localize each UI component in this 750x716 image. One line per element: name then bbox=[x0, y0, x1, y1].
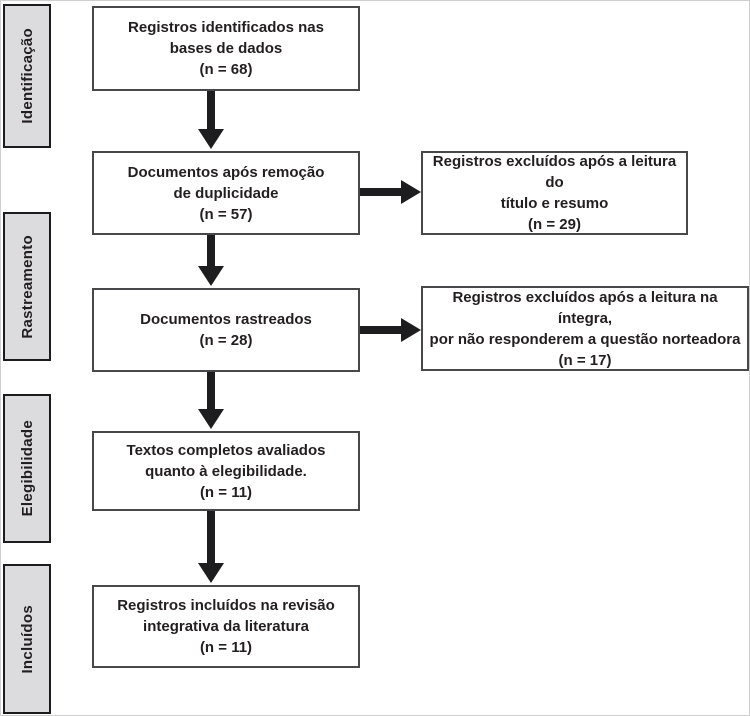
stage-label-elegibilidade: Elegibilidade bbox=[3, 394, 51, 543]
flow-box-included: Registros incluídos na revisão integrati… bbox=[92, 585, 360, 668]
flow-box-text: Registros excluídos após a leitura do tí… bbox=[432, 153, 677, 233]
down-arrow-identified-to-dedup bbox=[198, 91, 224, 149]
arrow-head-icon bbox=[198, 266, 224, 286]
flow-box-text: Registros identificados nas bases de dad… bbox=[128, 19, 324, 78]
flow-box-text: Textos completos avaliados quanto à eleg… bbox=[126, 441, 326, 501]
right-arrow-to-excluded-title-abstract bbox=[360, 180, 421, 204]
stage-label-rastreamento: Rastreamento bbox=[3, 212, 51, 361]
flow-box-text: Documentos após remoção de duplicidade (… bbox=[127, 163, 325, 223]
arrow-stem bbox=[207, 511, 215, 565]
down-arrow-eligibility-to-included bbox=[198, 511, 224, 583]
arrow-stem bbox=[207, 91, 215, 131]
stage-label-text: Identificação bbox=[18, 28, 36, 124]
arrow-head-icon bbox=[198, 563, 224, 583]
flow-box-after-deduplication: Documentos após remoção de duplicidade (… bbox=[92, 151, 360, 235]
right-arrow-to-excluded-fulltext bbox=[360, 318, 421, 342]
down-arrow-dedup-to-screened bbox=[198, 235, 224, 286]
stage-label-incluidos: Incluídos bbox=[3, 564, 51, 714]
flow-box-text: Registros excluídos após a leitura na ín… bbox=[429, 288, 741, 369]
arrow-head-icon bbox=[401, 180, 421, 204]
arrow-head-icon bbox=[198, 409, 224, 429]
flow-box-text: Registros incluídos na revisão integrati… bbox=[117, 597, 335, 656]
flow-box-excluded-fulltext: Registros excluídos após a leitura na ín… bbox=[421, 286, 749, 371]
arrow-head-icon bbox=[198, 129, 224, 149]
arrow-stem bbox=[207, 235, 215, 268]
stage-label-identificacao: Identificação bbox=[3, 4, 51, 148]
flow-box-text: Documentos rastreados (n = 28) bbox=[140, 311, 312, 349]
stage-label-text: Incluídos bbox=[18, 604, 36, 674]
stage-label-text: Rastreamento bbox=[18, 234, 36, 339]
arrow-stem bbox=[360, 326, 403, 334]
arrow-head-icon bbox=[401, 318, 421, 342]
down-arrow-screened-to-eligibility bbox=[198, 372, 224, 429]
flow-box-records-identified: Registros identificados nas bases de dad… bbox=[92, 6, 360, 91]
flow-box-excluded-title-abstract: Registros excluídos após a leitura do tí… bbox=[421, 151, 688, 235]
arrow-stem bbox=[360, 188, 403, 196]
flow-box-screened: Documentos rastreados (n = 28) bbox=[92, 288, 360, 372]
flow-box-fulltext-assessed: Textos completos avaliados quanto à eleg… bbox=[92, 431, 360, 511]
stage-label-text: Elegibilidade bbox=[18, 420, 36, 517]
arrow-stem bbox=[207, 372, 215, 411]
